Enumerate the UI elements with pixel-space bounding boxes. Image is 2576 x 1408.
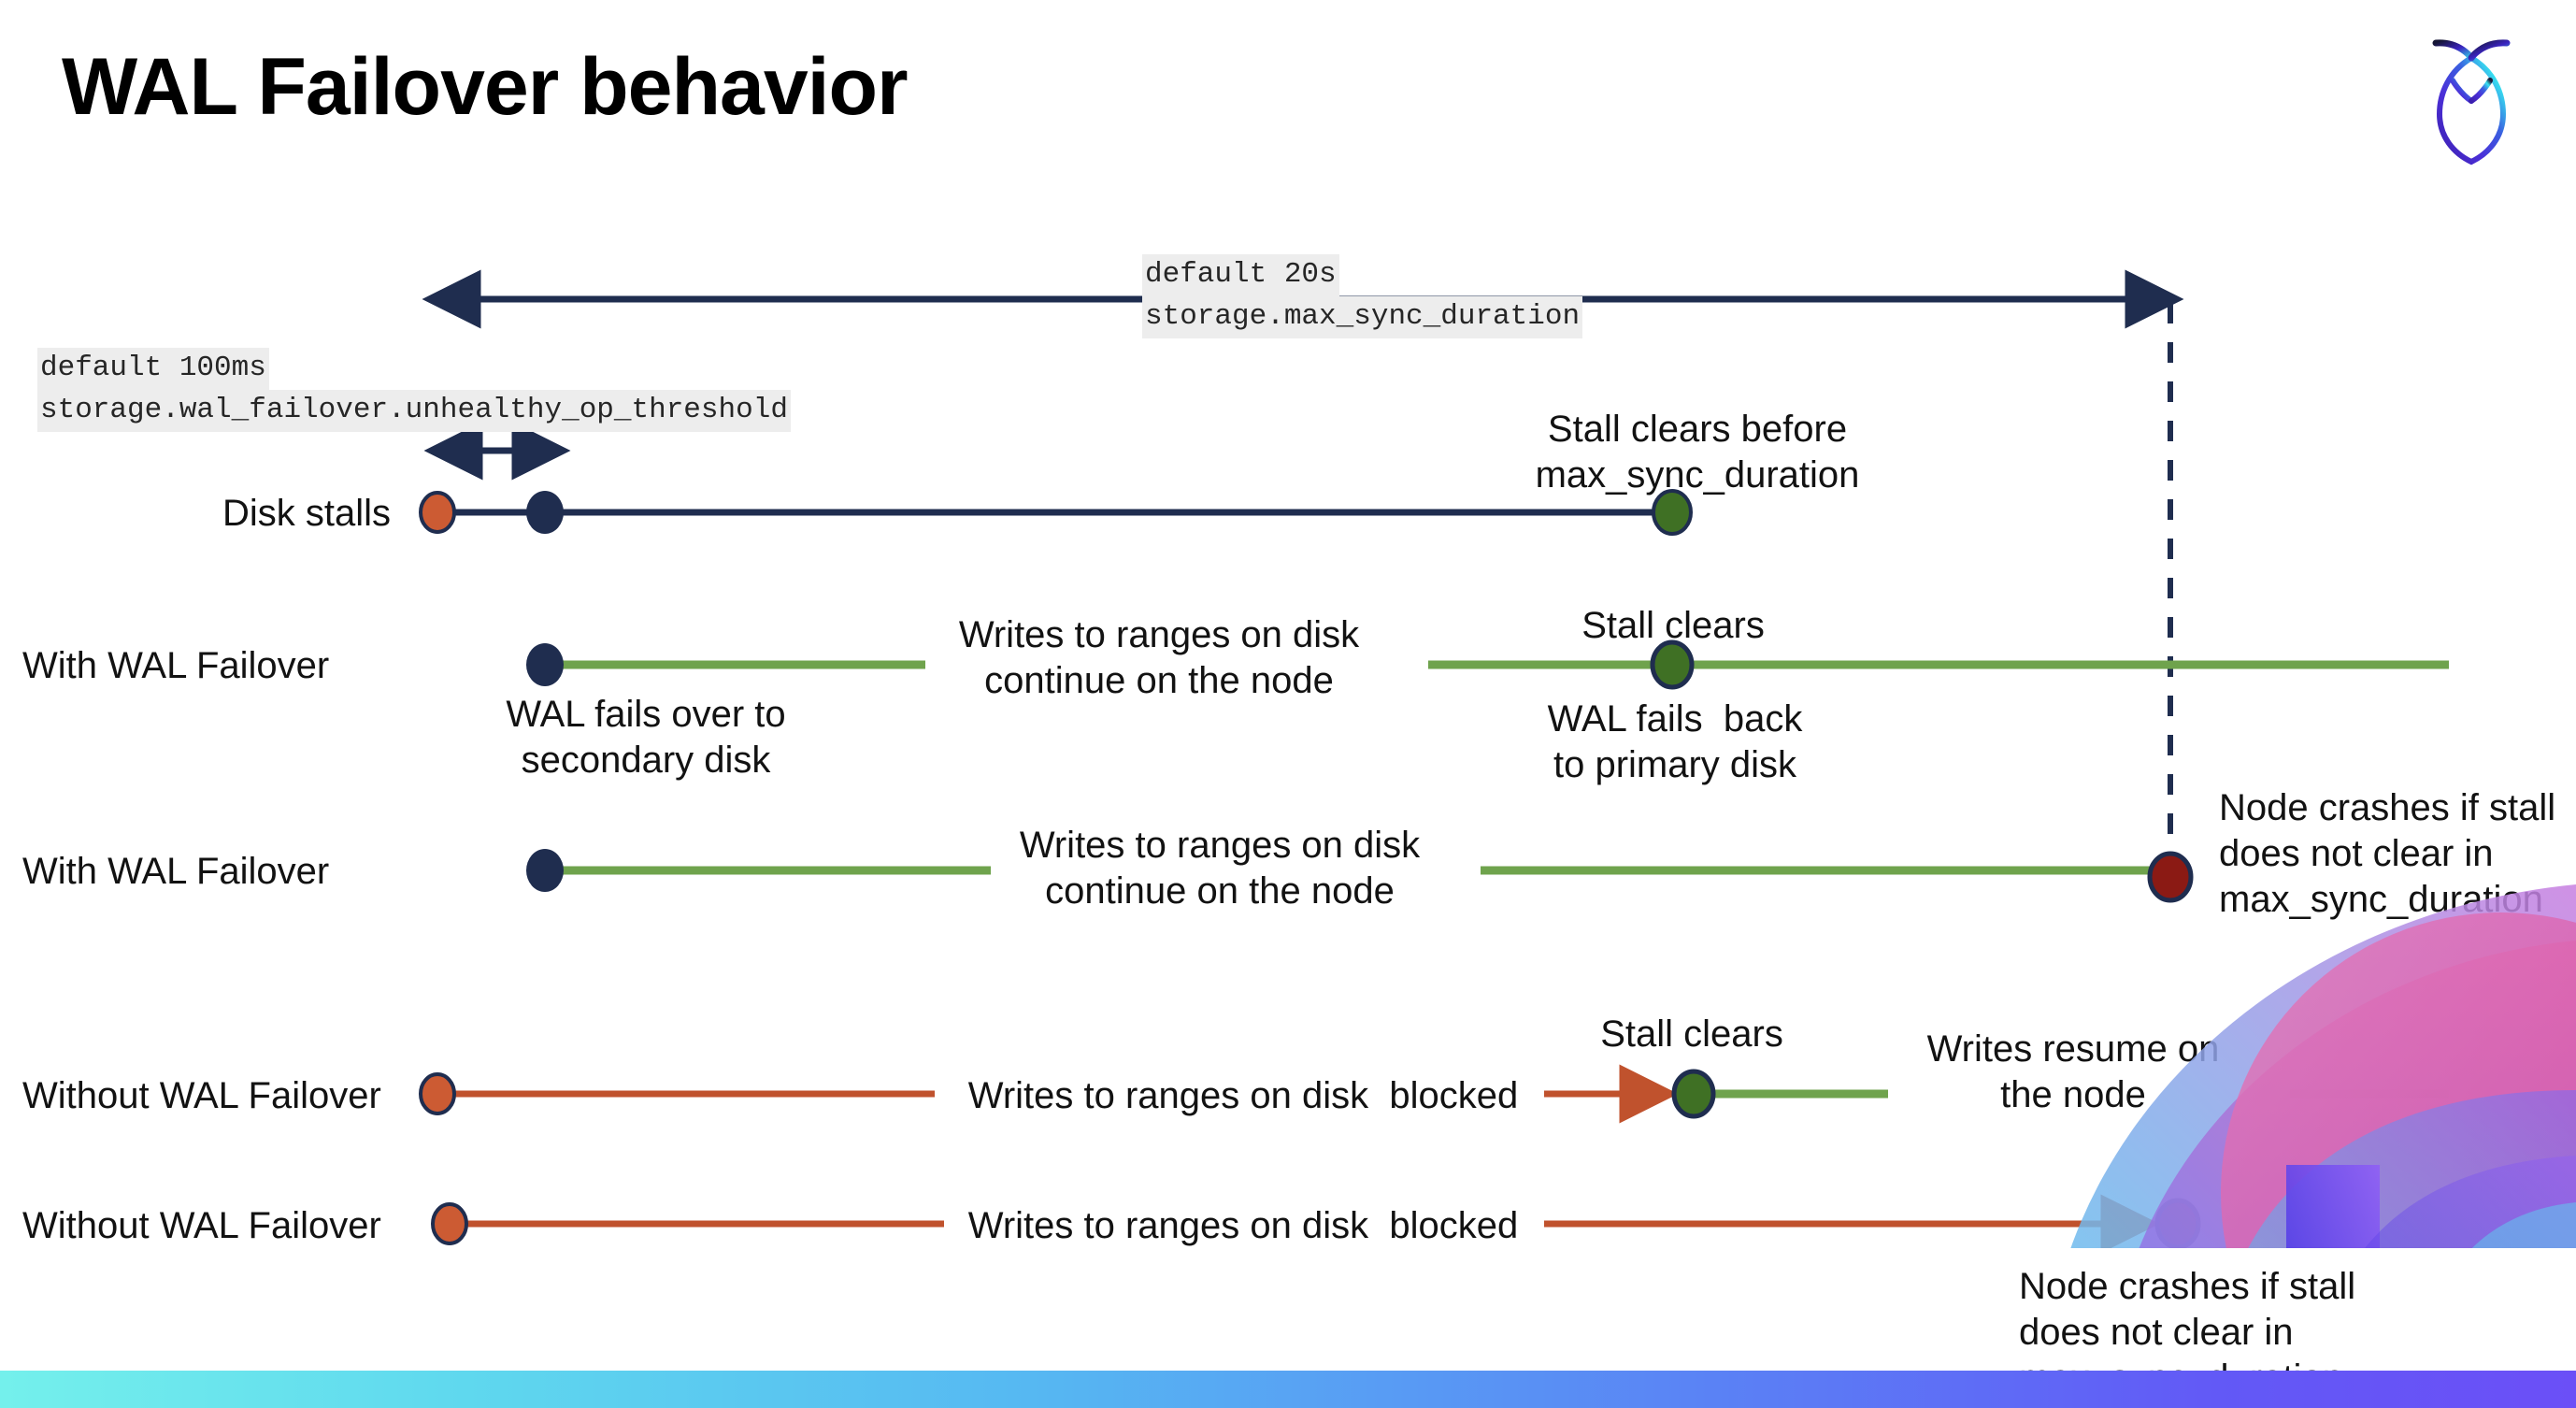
row-label-disk-stalls: Disk stalls [222, 493, 392, 534]
max-sync-duration-setting: default 20s storage.max_sync_duration [1142, 254, 1583, 338]
page-title: WAL Failover behavior [62, 42, 909, 132]
row-disk-stalls-track [419, 489, 1693, 536]
row-with-wal-failover-clears-track [526, 639, 2449, 690]
annotation-wal-fails-over-secondary: WAL fails over to secondary disk [506, 694, 786, 781]
row-label-with-wal-failover-crash: With WAL Failover [22, 851, 330, 892]
annotation-wal-fails-back-primary: WAL fails back to primary disk [1547, 698, 1803, 785]
max-sync-duration-name: storage.max_sync_duration [1142, 295, 1583, 338]
annotation-writes-blocked-row3: Writes to ranges on disk blocked [967, 1075, 1519, 1116]
bottom-gradient-bar [0, 1371, 2576, 1408]
annotation-writes-continue-row2: Writes to ranges on disk continue on the… [1019, 825, 1421, 912]
annotation-stall-clears-before-max-sync: Stall clears before max_sync_duration [1535, 409, 1860, 496]
annotation-writes-resume: Writes resume on the node [1926, 1028, 2220, 1115]
unhealthy-op-threshold-setting: default 100ms storage.wal_failover.unhea… [37, 348, 791, 432]
unhealthy-op-threshold-name: storage.wal_failover.unhealthy_op_thresh… [37, 389, 791, 432]
unhealthy-op-threshold-default: default 100ms [37, 348, 269, 390]
annotation-writes-blocked-row4: Writes to ranges on disk blocked [967, 1205, 1519, 1246]
cockroachdb-logo-icon [2411, 26, 2531, 168]
max-sync-duration-default: default 20s [1142, 254, 1339, 296]
row-without-wal-failover-clears-track [419, 1064, 2449, 1124]
annotation-node-crashes-row2: Node crashes if stall does not clear in … [2219, 787, 2556, 920]
annotation-writes-continue-row1: Writes to ranges on disk continue on the… [958, 614, 1360, 701]
row-label-without-wal-failover-clears: Without WAL Failover [22, 1075, 381, 1116]
row-label-with-wal-failover-clears: With WAL Failover [22, 645, 330, 686]
annotation-stall-clears-row3: Stall clears [1600, 1013, 1783, 1055]
annotation-stall-clears-row1: Stall clears [1581, 605, 1765, 646]
row-label-without-wal-failover-crash: Without WAL Failover [22, 1205, 381, 1246]
